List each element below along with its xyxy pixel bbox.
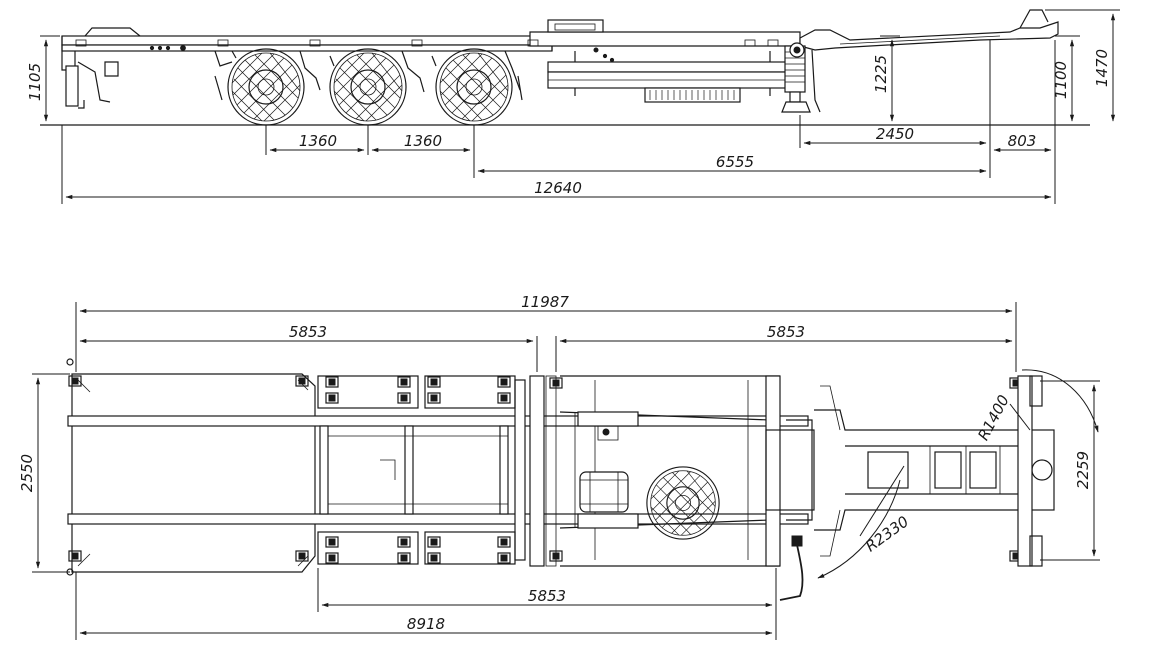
top-view: R1400 R2330 11987 5853 5853 2550 2259 58… <box>18 293 1100 640</box>
dim-overall-width: 2550 <box>18 454 36 492</box>
side-wheel-1 <box>227 48 305 126</box>
dim-front-height: 1470 <box>1093 49 1111 87</box>
side-horizontal-dimensions: 1360 1360 2450 803 6555 12640 <box>61 40 1056 204</box>
dim-front-width: 2259 <box>1074 451 1092 489</box>
dim-twistlock-span-total: 11987 <box>521 293 569 311</box>
dim-landing-gear-to-kingpin: 2450 <box>876 125 914 143</box>
top-dimensions: 11987 5853 5853 2550 2259 5853 8918 <box>18 293 1100 640</box>
side-vertical-dimensions: 1105 1225 1100 1470 <box>26 9 1120 126</box>
side-toolbox <box>547 51 789 103</box>
dim-swing-radius-rear: R2330 <box>862 512 912 555</box>
side-wheel-2 <box>329 48 407 126</box>
side-landing-gear <box>781 42 821 113</box>
dim-axle-to-kingpin: 6555 <box>716 153 754 171</box>
dim-axle-spacing-2: 1360 <box>404 132 442 150</box>
dim-coupling-height: 1100 <box>1052 61 1070 99</box>
top-swing-radii: R1400 R2330 <box>817 369 1099 579</box>
dim-kingpin-to-front: 803 <box>1008 132 1037 150</box>
dim-fifth-wheel-height: 1225 <box>872 55 890 93</box>
dim-deck-height-rear: 1105 <box>26 63 44 101</box>
dim-twistlock-span-front: 5853 <box>767 323 805 341</box>
dim-swing-radius-front: R1400 <box>974 392 1013 443</box>
suspension <box>214 50 523 101</box>
dim-bottom-span: 5853 <box>528 587 566 605</box>
dim-axle-spacing-1: 1360 <box>299 132 337 150</box>
dim-bottom-overall: 8918 <box>407 615 445 633</box>
side-view: 1105 1225 1100 1470 1360 1360 2450 803 6… <box>26 9 1120 204</box>
dim-overall-length: 12640 <box>534 179 582 197</box>
top-frame <box>66 358 1055 601</box>
dim-twistlock-span-rear: 5853 <box>289 323 327 341</box>
spare-wheel <box>646 466 720 540</box>
side-wheel-3 <box>435 48 513 126</box>
side-frame <box>61 9 1059 109</box>
